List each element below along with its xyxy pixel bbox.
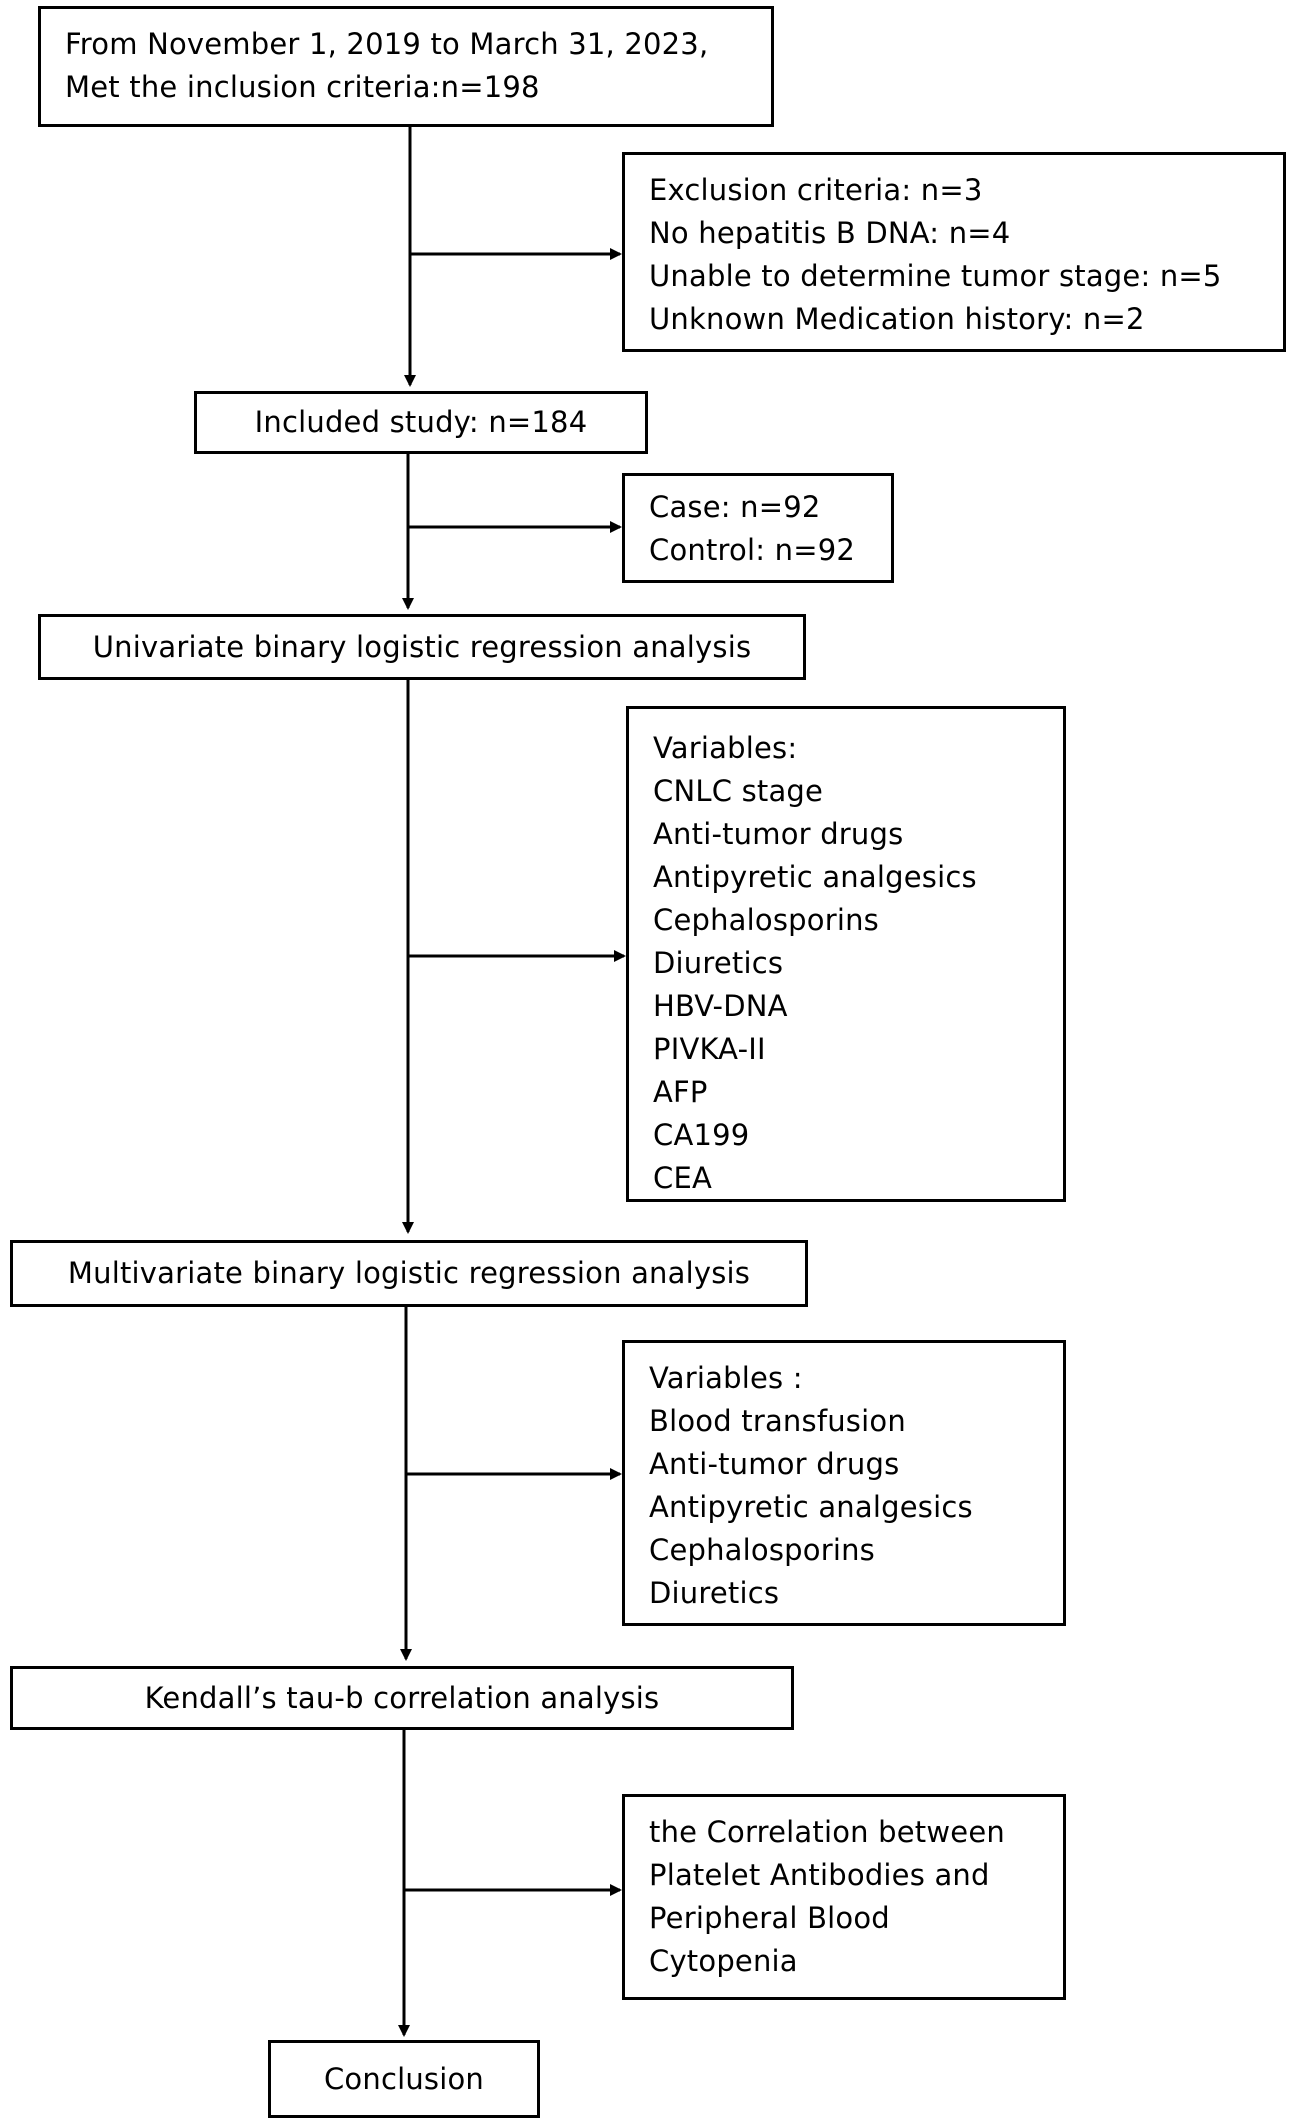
included-study-box: Included study: n=184 — [194, 391, 648, 454]
variable-item: Diuretics — [649, 1576, 780, 1610]
kendall-label: Kendall’s tau-b correlation analysis — [144, 1680, 660, 1715]
start-line-1: From November 1, 2019 to March 31, 2023, — [65, 27, 709, 61]
variable-item: PIVKA-II — [653, 1032, 766, 1066]
variable-item: Cephalosporins — [653, 903, 879, 937]
correlation-line: Platelet Antibodies and — [649, 1858, 990, 1892]
variable-item: HBV-DNA — [653, 989, 788, 1023]
variable-item: Antipyretic analgesics — [653, 860, 977, 894]
exclusion-item: No hepatitis B DNA: n=4 — [649, 216, 1011, 250]
start-line-2: Met the inclusion criteria:n=198 — [65, 70, 540, 104]
variable-item: Antipyretic analgesics — [649, 1490, 973, 1524]
correlation-box: the Correlation between Platelet Antibod… — [622, 1794, 1066, 2000]
variable-item: CNLC stage — [653, 774, 824, 808]
variable-item: AFP — [653, 1075, 708, 1109]
correlation-line: Peripheral Blood — [649, 1901, 890, 1935]
multivariate-label: Multivariate binary logistic regression … — [67, 1256, 751, 1290]
multivariate-box: Multivariate binary logistic regression … — [10, 1240, 808, 1307]
univariate-variables-box: Variables: CNLC stage Anti-tumor drugs A… — [626, 706, 1066, 1202]
exclusion-item: Unknown Medication history: n=2 — [649, 302, 1145, 336]
variable-item: Variables: — [653, 731, 798, 765]
kendall-box: Kendall’s tau-b correlation analysis — [10, 1666, 794, 1730]
correlation-line: Cytopenia — [649, 1944, 798, 1978]
variable-item: Cephalosporins — [649, 1533, 875, 1567]
start-box: From November 1, 2019 to March 31, 2023,… — [38, 6, 774, 127]
variable-item: CEA — [653, 1161, 713, 1195]
exclusion-item: Unable to determine tumor stage: n=5 — [649, 259, 1222, 293]
group-item: Control: n=92 — [649, 533, 855, 567]
variable-item: CA199 — [653, 1118, 750, 1152]
variable-item: Blood transfusion — [649, 1404, 906, 1438]
variable-item: Anti-tumor drugs — [653, 817, 904, 851]
variable-item: Variables : — [649, 1361, 803, 1395]
variable-item: Diuretics — [653, 946, 784, 980]
conclusion-label: Conclusion — [323, 2061, 485, 2096]
variable-item: Anti-tumor drugs — [649, 1447, 900, 1481]
exclusion-item: Exclusion criteria: n=3 — [649, 173, 983, 207]
univariate-label: Univariate binary logistic regression an… — [92, 629, 752, 664]
conclusion-box: Conclusion — [268, 2040, 540, 2118]
exclusion-box: Exclusion criteria: n=3 No hepatitis B D… — [622, 152, 1286, 352]
groups-box: Case: n=92 Control: n=92 — [622, 473, 894, 583]
correlation-line: the Correlation between — [649, 1815, 1005, 1849]
multivariate-variables-box: Variables : Blood transfusion Anti-tumor… — [622, 1340, 1066, 1626]
group-item: Case: n=92 — [649, 490, 821, 524]
included-study-label: Included study: n=184 — [254, 405, 588, 439]
univariate-box: Univariate binary logistic regression an… — [38, 614, 806, 680]
